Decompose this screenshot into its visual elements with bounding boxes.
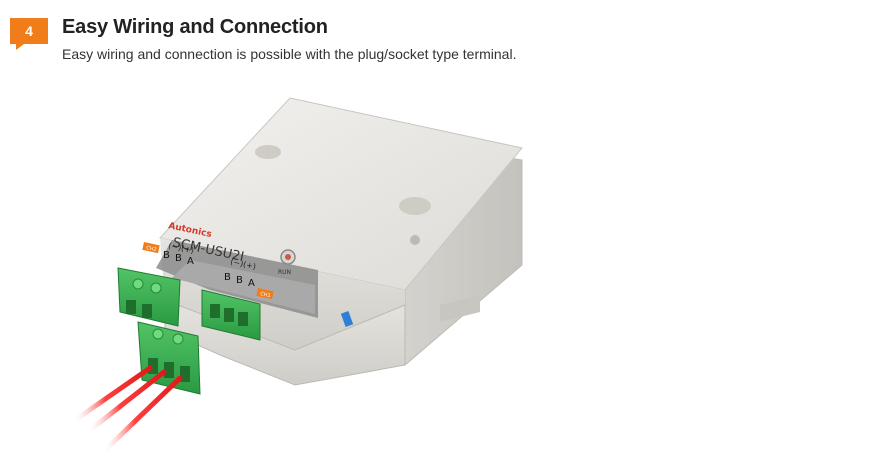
- terminal-right-tag: CH1: [260, 291, 271, 299]
- terminal-left-tag: CH2: [146, 245, 157, 253]
- feature-number: 4: [25, 23, 33, 39]
- feature-number-badge: 4: [10, 18, 48, 50]
- feature-title: Easy Wiring and Connection: [62, 16, 328, 38]
- product-image: Autonics SCM-USU2I RUN (−)(+) CH2 B B A …: [60, 90, 540, 470]
- terminal-right-pin-3: A: [248, 278, 255, 289]
- terminal-left-pin-1: B: [163, 250, 170, 261]
- terminal-left-pin-3: A: [187, 256, 194, 267]
- feature-description: Easy wiring and connection is possible w…: [62, 46, 517, 62]
- terminal-left-pin-2: B: [175, 253, 182, 264]
- terminal-right-pin-1: B: [224, 272, 231, 283]
- terminal-right-pin-2: B: [236, 275, 243, 286]
- run-led-label: RUN: [278, 269, 291, 276]
